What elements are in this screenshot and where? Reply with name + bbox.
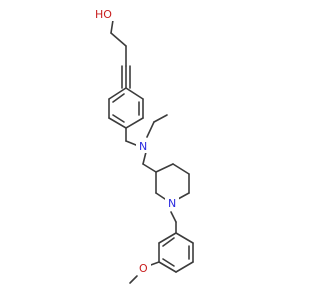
- hydroxyl-label: HO: [95, 8, 112, 21]
- bond: [110, 32, 127, 47]
- bond: [155, 192, 166, 200]
- bond: [125, 87, 144, 100]
- ether-oxygen-label: O: [139, 262, 148, 275]
- bonds: [108, 19, 194, 284]
- bond: [142, 163, 157, 173]
- bond: [170, 211, 177, 223]
- bond: [142, 151, 147, 165]
- bond: [175, 261, 194, 273]
- bond: [125, 140, 137, 146]
- bond: [108, 117, 127, 129]
- bond: [153, 114, 168, 123]
- aromatic-inner-bond: [112, 93, 125, 103]
- aromatic-inner-bond: [162, 237, 175, 247]
- bond: [158, 261, 177, 273]
- aromatic-inner-bond: [112, 114, 125, 123]
- bond: [155, 163, 174, 173]
- aromatic-inner-bond: [162, 258, 175, 267]
- bond: [110, 19, 114, 34]
- bond: [158, 232, 177, 244]
- bond: [125, 117, 144, 129]
- bond: [175, 232, 194, 244]
- bond: [172, 163, 190, 175]
- bond: [129, 275, 138, 284]
- atom-labels: HO N N O: [93, 5, 179, 275]
- bond: [108, 87, 127, 100]
- amine-nitrogen-label: N: [139, 140, 147, 153]
- piperidine-nitrogen-label: N: [168, 197, 176, 210]
- bond: [146, 121, 155, 138]
- molecule-structure: HO N N O: [93, 5, 194, 284]
- bond: [177, 192, 190, 200]
